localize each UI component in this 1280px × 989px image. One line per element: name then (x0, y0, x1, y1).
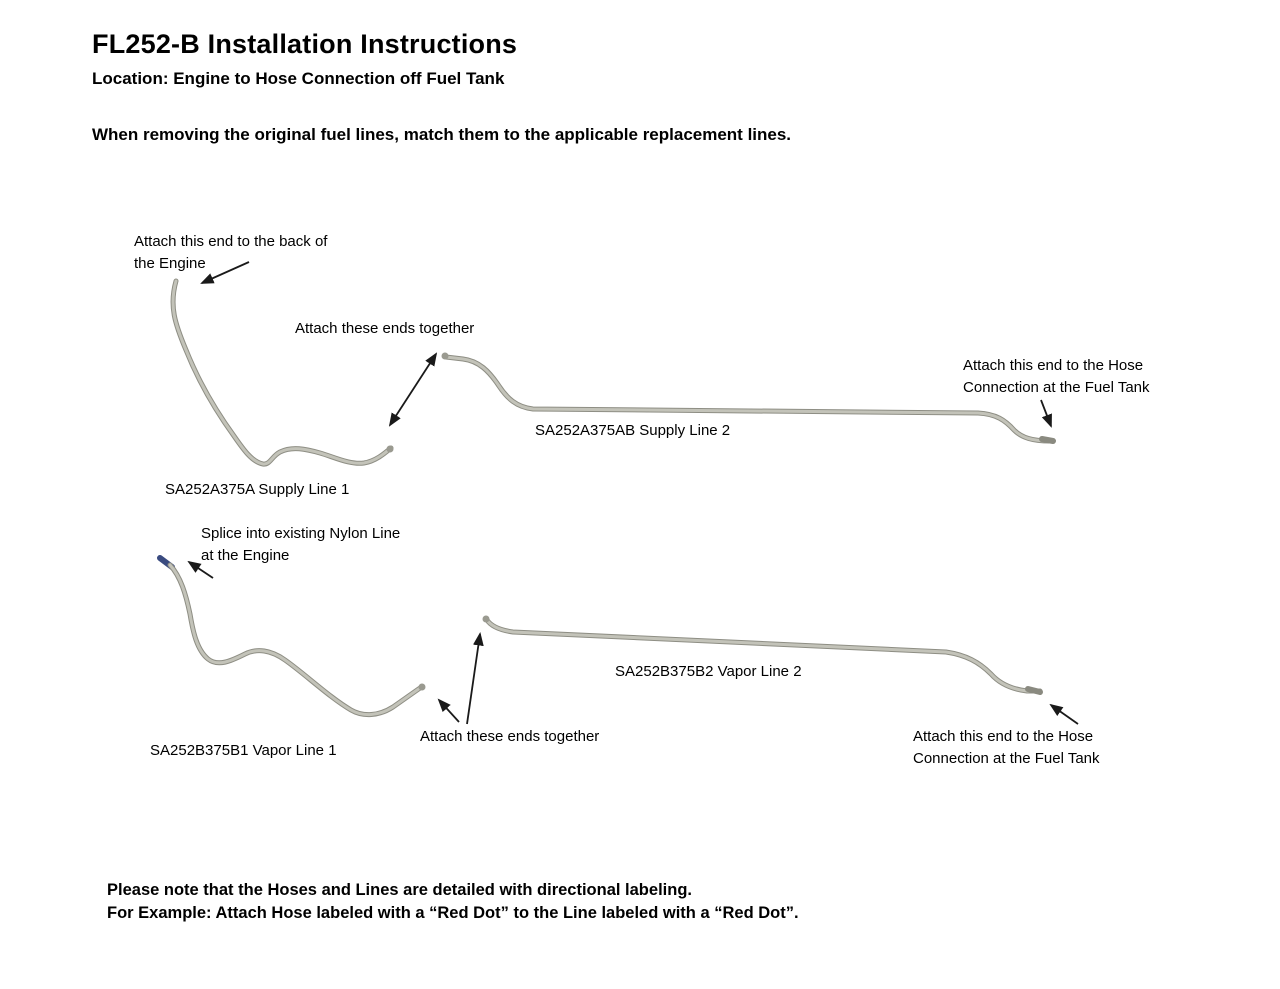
footer-note-1: Please note that the Hoses and Lines are… (107, 881, 692, 899)
vapor-line-1-tube (157, 555, 426, 717)
arrow-supply-fuel-tank (1040, 399, 1052, 428)
label-vapor-line-1: SA252B375B1 Vapor Line 1 (150, 742, 337, 759)
supply-line-1-end-fitting (386, 445, 394, 453)
arrow-engine-back (200, 261, 250, 284)
footer-note-2: For Example: Attach Hose labeled with a … (107, 904, 799, 922)
vapor-line-2-start-fitting (482, 615, 490, 623)
annotation-engine-back: Attach this end to the back of the Engin… (134, 233, 328, 272)
label-vapor-line-2: SA252B375B2 Vapor Line 2 (615, 663, 802, 680)
supply-line-2-start-fitting (441, 352, 449, 360)
vapor-line-2-end-fitting (1025, 686, 1043, 695)
location-subtitle: Location: Engine to Hose Connection off … (92, 69, 505, 88)
label-supply-line-2: SA252A375AB Supply Line 2 (535, 422, 731, 439)
vapor-line-1-end-fitting (418, 683, 426, 691)
label-supply-line-1: SA252A375A Supply Line 1 (165, 481, 350, 498)
supply-line-1-tube (170, 278, 394, 467)
supply-line-2-end-fitting (1039, 436, 1056, 444)
annotation-vapor-fuel-tank: Attach this end to the Hose Connection a… (913, 728, 1100, 767)
annotation-supply-ends-together: Attach these ends together (295, 320, 475, 337)
intro-instruction-text: When removing the original fuel lines, m… (92, 125, 792, 144)
arrow-supply-ends-together (388, 352, 438, 427)
annotation-splice-nylon: Splice into existing Nylon Line at the E… (201, 525, 401, 564)
arrow-vapor-ends-together-long (466, 631, 484, 725)
arrow-vapor-ends-together-short (437, 698, 460, 723)
page-title: FL252-B Installation Instructions (92, 29, 518, 59)
vapor-line-2-tube (482, 615, 1043, 695)
arrow-vapor-fuel-tank (1049, 703, 1079, 725)
supply-line-2-tube (441, 352, 1056, 444)
annotation-supply-fuel-tank: Attach this end to the Hose Connection a… (963, 357, 1150, 396)
annotation-vapor-ends-together: Attach these ends together (420, 728, 600, 745)
arrow-splice-nylon (187, 560, 214, 579)
